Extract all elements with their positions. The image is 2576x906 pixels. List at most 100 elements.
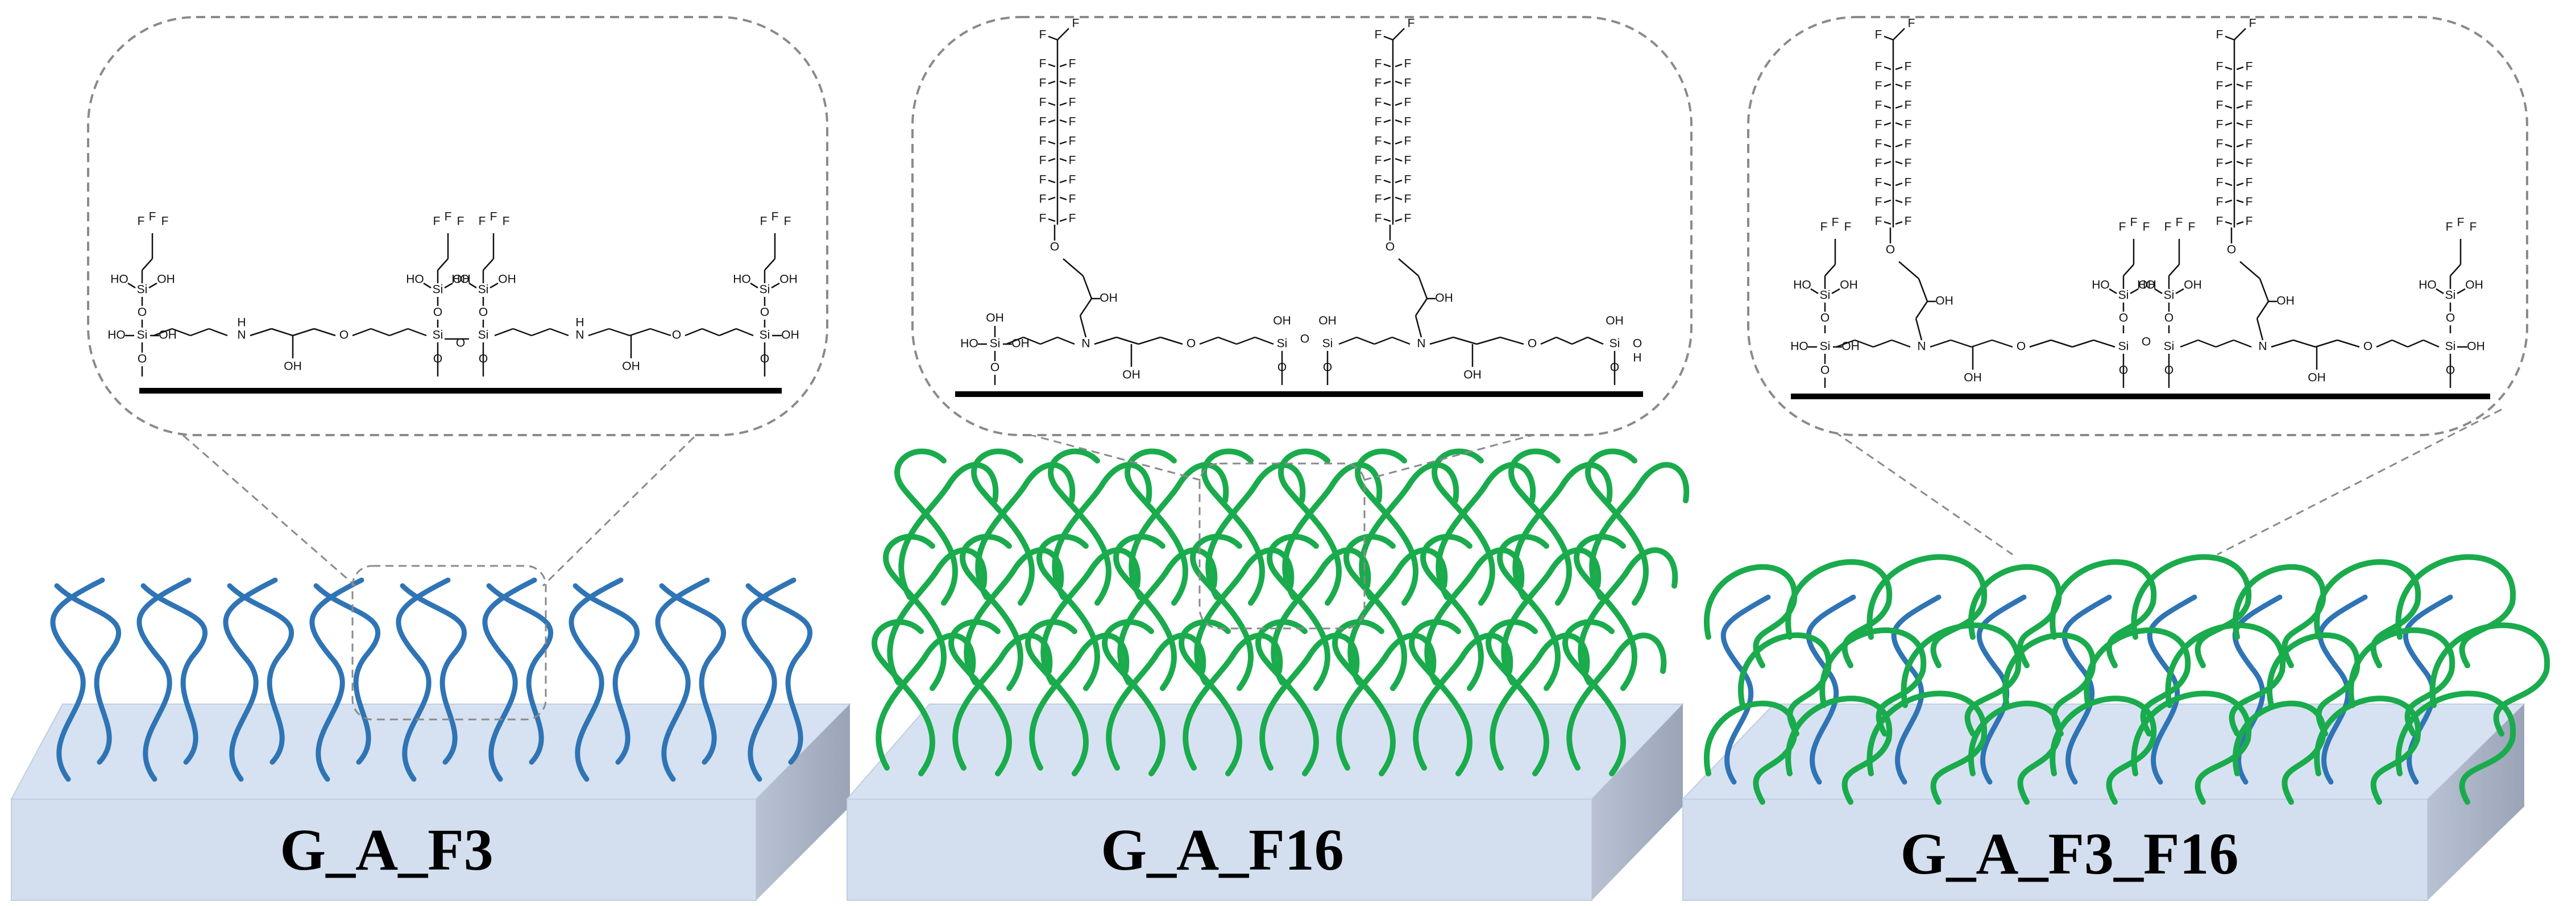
atom-label: F (1905, 118, 1912, 131)
zoom-box-f3 (351, 565, 547, 721)
fiber-strand-green (1205, 462, 1306, 600)
atom-label: F (1875, 138, 1882, 151)
atom-label: F (2176, 216, 2183, 229)
atom-label: OH (1273, 315, 1291, 328)
atom-label: F (784, 215, 791, 228)
atom-label: Si (137, 329, 148, 342)
fiber-loop-green (1901, 622, 2022, 737)
atom-label: F (1875, 118, 1882, 131)
atom-label: HO (406, 273, 424, 286)
atom-label: F (2216, 60, 2224, 73)
atom-label: F (2216, 176, 2224, 189)
fiber-strand-green (1052, 462, 1152, 600)
fiber-strand-blue (659, 583, 727, 765)
atom-label: Si (2118, 289, 2129, 302)
atom-label: F (138, 215, 145, 228)
atom-label: HO (2137, 279, 2155, 292)
atom-label: F (2246, 99, 2253, 112)
fiber-loop-green (2267, 632, 2361, 737)
atom-label: F (1875, 196, 1882, 209)
atom-label: O (1323, 361, 1332, 374)
atom-label: F (2164, 221, 2172, 234)
atom-label: Si (478, 329, 489, 342)
fiber-strand-green (1125, 448, 1189, 606)
atom-label: F (2216, 118, 2224, 131)
atom-label: F (2249, 17, 2256, 30)
molecule-surface-lines (139, 388, 2490, 399)
fiber-strand-blue (227, 583, 294, 765)
atom-label: F (1404, 135, 1412, 148)
atom-label: F (1905, 176, 1912, 189)
atom-label: O (1277, 361, 1287, 374)
atom-label: OH (986, 312, 1004, 325)
atom-label: F (2143, 221, 2150, 234)
atom-label: OH (2276, 295, 2295, 308)
atom-label: O (2164, 364, 2173, 377)
atom-label: F (1404, 96, 1412, 109)
atom-label: F (2470, 221, 2477, 234)
atom-label: OH (1463, 369, 1482, 382)
fiber-loop-green (1866, 554, 1988, 668)
fiber-strand-green (883, 533, 947, 691)
label-g-a-f3: G_A_F3 (280, 817, 493, 883)
atom-label: F (1404, 57, 1412, 71)
atom-label: OH (622, 360, 640, 373)
atom-label: F (1905, 196, 1912, 209)
fiber-loop-green (1704, 564, 1798, 668)
fiber-strand-blue (313, 583, 381, 765)
fiber-loop-green (2050, 559, 2157, 668)
atom-label: HO (733, 273, 751, 286)
atom-label: O (760, 353, 769, 366)
atom-label: OH (2465, 279, 2483, 292)
fiber-loop-green (2084, 627, 2191, 737)
atom-label: F (1375, 77, 1382, 90)
atom-label: OH (2184, 279, 2202, 292)
atom-label: N (2258, 340, 2267, 353)
atom-label: F (1832, 216, 1839, 229)
atom-label: F (1905, 80, 1912, 93)
atom-label: OH (1935, 295, 1953, 308)
atom-label: O (1050, 241, 1059, 254)
atom-label: F (1908, 17, 1915, 30)
atom-label: F (2188, 221, 2196, 234)
fiber-loop-green (1968, 564, 2062, 668)
atom-label: F (1408, 17, 1415, 30)
atom-label: Si (2445, 289, 2456, 302)
atom-label: F (2216, 196, 2224, 209)
atom-label: F (1039, 212, 1047, 225)
callout-bubble-f3-f16 (1747, 16, 2528, 436)
atom-label: Si (1610, 337, 1620, 350)
atom-label: Si (1820, 289, 1831, 302)
atom-label: F (2216, 28, 2224, 42)
atom-label: F (1039, 193, 1047, 206)
substrate-slab-f3 (10, 704, 852, 901)
atom-label: F (2119, 221, 2126, 234)
fiber-strand-green (1578, 547, 1678, 685)
atom-label: F (2246, 80, 2253, 93)
fiber-strand-green (1432, 448, 1496, 606)
atom-label: O (433, 306, 442, 319)
fiber-loop-green (2429, 622, 2550, 737)
atom-label: HO (107, 329, 126, 342)
atom-label: F (1069, 135, 1076, 148)
atom-label: O (2446, 312, 2455, 325)
fiber-loop-green (2314, 696, 2421, 805)
atom-label: F (1039, 154, 1047, 167)
atom-label: HO (1793, 279, 1811, 292)
atom-label: O (1610, 361, 1619, 374)
atom-label: F (1905, 157, 1912, 170)
atom-label: F (1875, 60, 1882, 73)
atom-label: O (1820, 312, 1830, 325)
atom-label: O (1386, 241, 1395, 254)
atom-label: O (138, 353, 147, 366)
atom-label: Si (990, 337, 1001, 350)
atom-label: O (2017, 340, 2026, 353)
atom-label: N (1917, 340, 1926, 353)
fibers-f16-green (872, 448, 1690, 776)
atom-label: O (2119, 364, 2128, 377)
atom-label: F (490, 210, 497, 224)
fiber-loop-green (2314, 559, 2421, 668)
atom-label: F (1875, 176, 1882, 189)
